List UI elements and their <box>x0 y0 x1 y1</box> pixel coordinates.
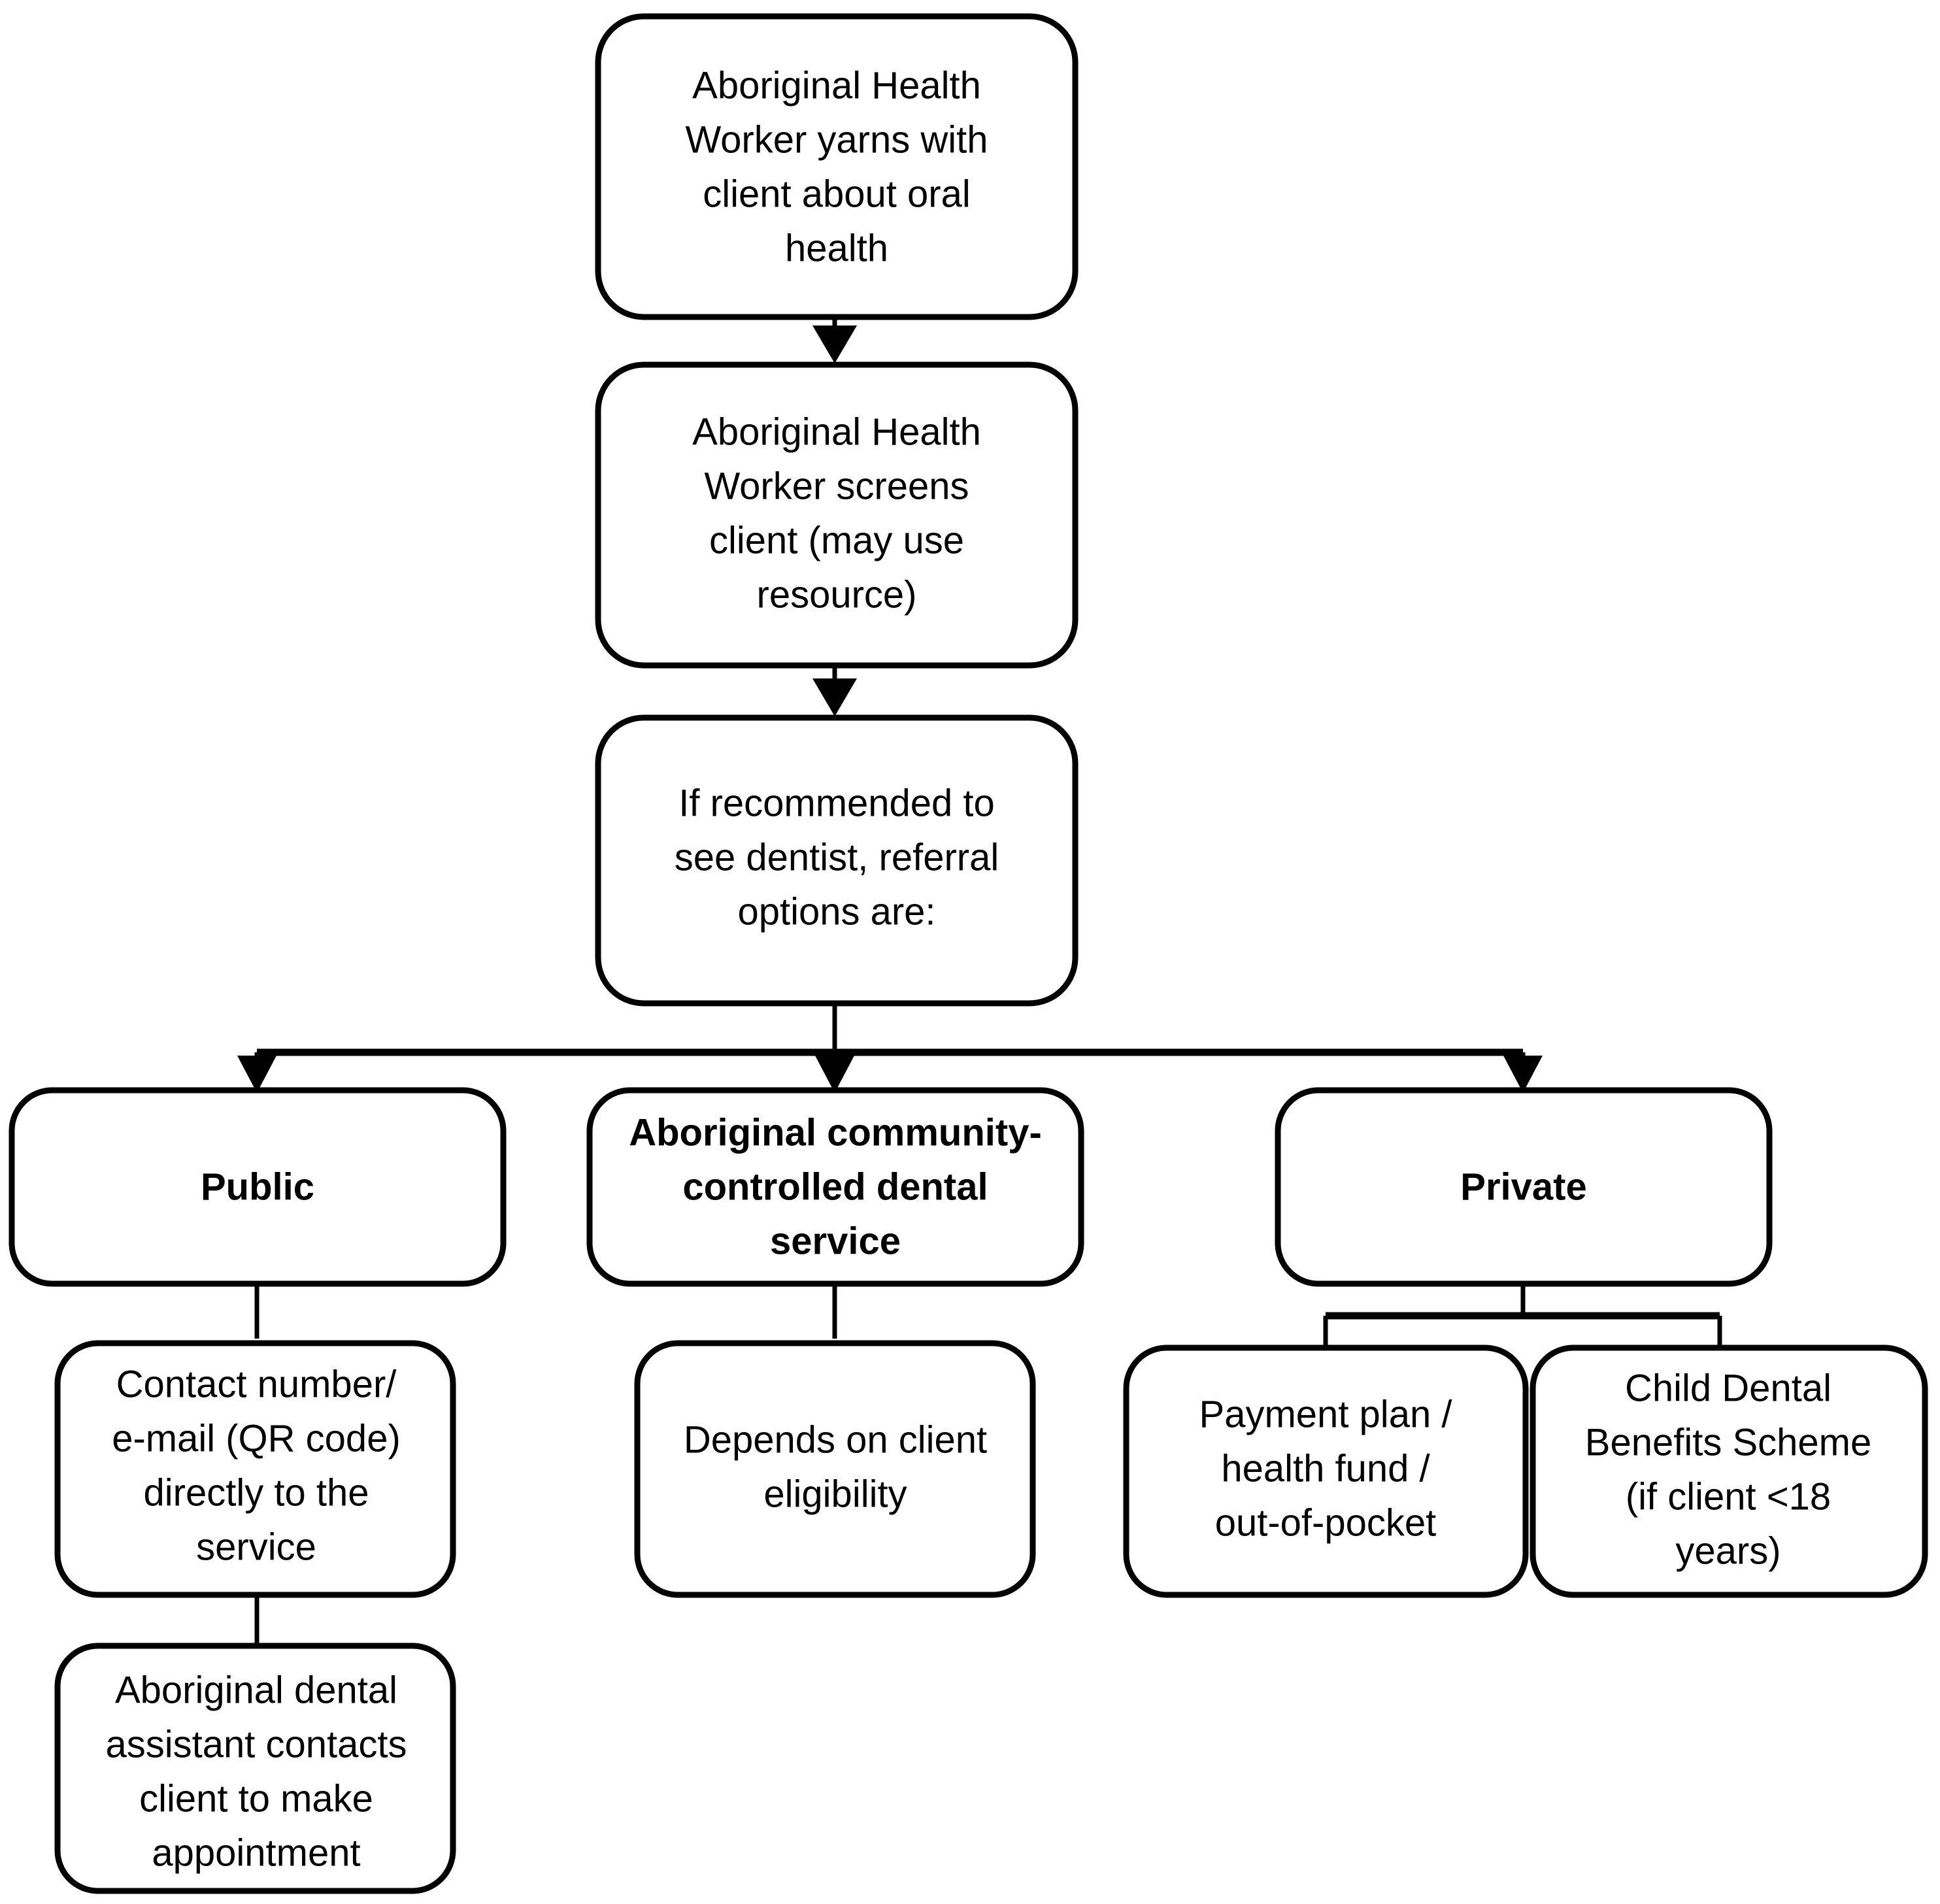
node-screen[interactable]: Aboriginal Health Worker screens client … <box>595 361 1079 669</box>
node-eligibility-line-1: eligibility <box>763 1473 907 1515</box>
node-public-label: Public <box>201 1165 314 1208</box>
node-yarn-line-3: health <box>785 227 888 269</box>
node-contact-line-0: Contact number/ <box>116 1363 397 1405</box>
node-accds-line-2: service <box>770 1220 901 1262</box>
node-cdbs-line-3: years) <box>1675 1529 1781 1572</box>
node-referral-line-0: If recommended to <box>678 782 995 824</box>
node-screen-line-3: resource) <box>757 573 917 616</box>
node-screen-line-1: Worker screens <box>704 465 969 507</box>
connector-layer <box>237 315 1722 1644</box>
edge-yarn-to-screen-arrowhead <box>812 326 857 363</box>
node-yarn[interactable]: Aboriginal Health Worker yarns with clie… <box>595 13 1079 320</box>
node-accds[interactable]: Aboriginal community- controlled dental … <box>586 1087 1084 1287</box>
node-contact-line-1: e-mail (QR code) <box>112 1417 401 1460</box>
node-assistant[interactable]: Aboriginal dental assistant contacts cli… <box>54 1643 456 1894</box>
node-private-shape[interactable] <box>1275 1087 1773 1287</box>
node-assistant-line-3: appointment <box>152 1831 360 1874</box>
node-cdbs-shape[interactable] <box>1530 1344 1928 1598</box>
node-accds-line-1: controlled dental <box>682 1165 988 1208</box>
edge-screen-to-referral-arrowhead <box>812 678 857 716</box>
node-cdbs-line-0: Child Dental <box>1625 1367 1831 1409</box>
node-public-shape[interactable] <box>8 1087 507 1287</box>
edge-referral-to-public-arrowhead <box>237 1056 276 1093</box>
node-payment-line-0: Payment plan / <box>1199 1393 1453 1435</box>
node-yarn-line-1: Worker yarns with <box>685 118 988 161</box>
node-cdbs[interactable]: Child Dental Benefits Scheme (if client … <box>1530 1344 1928 1598</box>
node-referral-line-2: options are: <box>737 890 935 933</box>
node-contact-line-3: service <box>196 1526 316 1568</box>
node-payment-line-1: health fund / <box>1221 1447 1430 1490</box>
node-contact-line-2: directly to the <box>144 1471 369 1514</box>
node-private-label: Private <box>1460 1165 1586 1208</box>
node-private[interactable]: Private <box>1275 1087 1773 1287</box>
node-assistant-line-2: client to make <box>139 1777 373 1820</box>
node-accds-shape[interactable] <box>586 1087 1084 1287</box>
node-assistant-shape[interactable] <box>54 1643 456 1894</box>
edge-referral-to-private-arrowhead <box>1503 1056 1543 1093</box>
node-payment[interactable]: Payment plan / health fund / out-of-pock… <box>1123 1344 1529 1598</box>
node-assistant-line-0: Aboriginal dental <box>115 1669 397 1711</box>
node-screen-line-0: Aboriginal Health <box>692 410 981 453</box>
node-yarn-line-0: Aboriginal Health <box>692 64 981 107</box>
node-cdbs-line-1: Benefits Scheme <box>1585 1421 1871 1463</box>
node-eligibility-shape[interactable] <box>634 1340 1036 1598</box>
node-public[interactable]: Public <box>8 1087 507 1287</box>
node-eligibility-line-0: Depends on client <box>684 1418 987 1461</box>
node-yarn-shape[interactable] <box>595 13 1079 320</box>
node-referral-line-1: see dentist, referral <box>675 836 999 878</box>
node-layer: Aboriginal Health Worker yarns with clie… <box>8 13 1928 1894</box>
node-screen-shape[interactable] <box>595 361 1079 669</box>
node-yarn-line-2: client about oral <box>703 173 970 215</box>
node-contact-shape[interactable] <box>54 1340 456 1598</box>
node-screen-line-2: client (may use <box>709 519 964 561</box>
node-referral[interactable]: If recommended to see dentist, referral … <box>595 714 1079 1007</box>
node-eligibility[interactable]: Depends on client eligibility <box>634 1340 1036 1598</box>
node-cdbs-line-2: (if client <18 <box>1626 1475 1831 1518</box>
node-assistant-line-1: assistant contacts <box>106 1723 407 1765</box>
node-referral-shape[interactable] <box>595 714 1079 1007</box>
node-payment-line-2: out-of-pocket <box>1215 1501 1437 1544</box>
node-payment-shape[interactable] <box>1123 1344 1529 1598</box>
node-accds-line-0: Aboriginal community- <box>629 1111 1042 1154</box>
node-contact[interactable]: Contact number/ e-mail (QR code) directl… <box>54 1340 456 1598</box>
edge-referral-to-accds-arrowhead <box>815 1056 854 1093</box>
